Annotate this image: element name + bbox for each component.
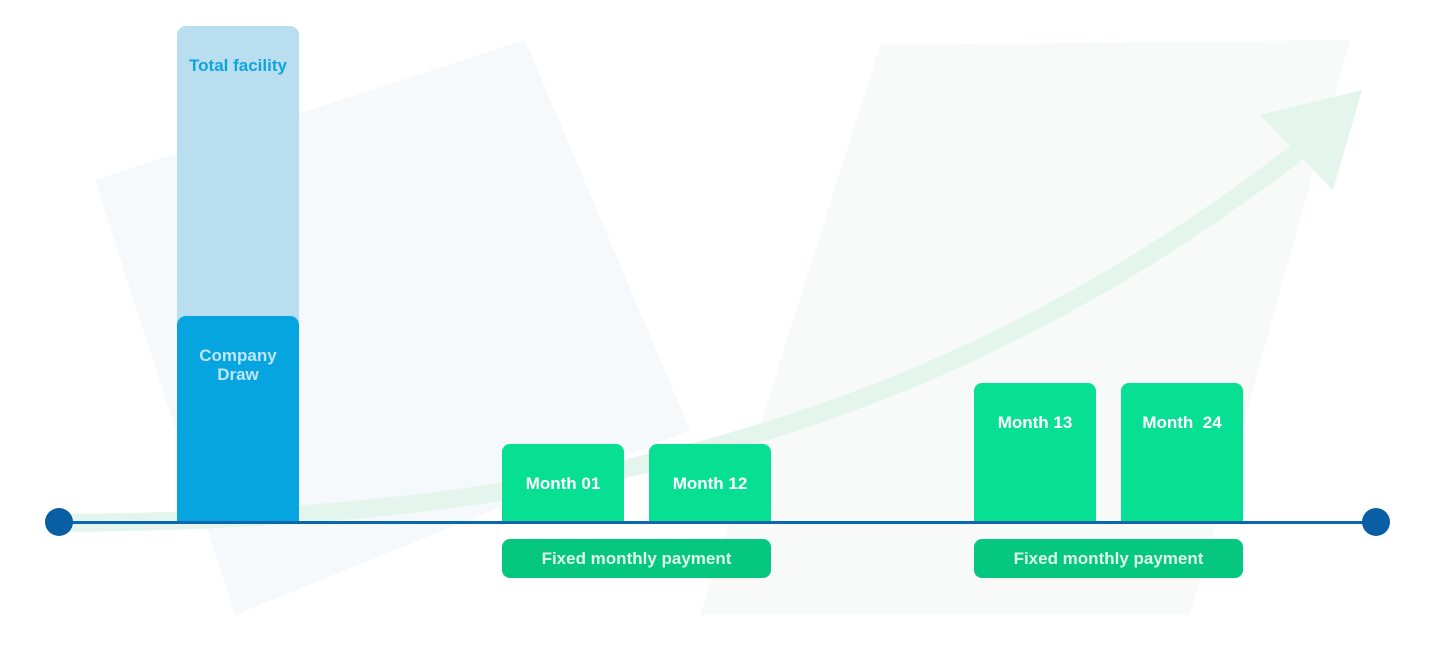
month-12-label: Month 12 (672, 473, 748, 493)
timeline-axis (59, 521, 1376, 524)
month-12-block: Month 12 (649, 444, 771, 523)
timeline-start-dot (45, 508, 73, 536)
month-24-label: Month 24 (1142, 413, 1222, 432)
fixed-payment-label-2: Fixed monthly payment (974, 539, 1243, 578)
total-facility-label: Total facility (189, 56, 287, 75)
month-13-label: Month 13 (997, 413, 1073, 432)
month-01-label: Month 01 (525, 473, 601, 493)
fixed-payment-text-1: Fixed monthly payment (541, 548, 732, 568)
company-draw-bar: Company Draw (177, 316, 299, 523)
growth-arrow-head (1260, 90, 1362, 190)
month-24-block: Month 24 (1121, 383, 1243, 523)
timeline-end-dot (1362, 508, 1390, 536)
month-01-block: Month 01 (502, 444, 624, 523)
fixed-payment-label-1: Fixed monthly payment (502, 539, 771, 578)
company-draw-label: Company Draw (199, 346, 277, 384)
month-13-block: Month 13 (974, 383, 1096, 523)
fixed-payment-text-2: Fixed monthly payment (1013, 548, 1204, 568)
